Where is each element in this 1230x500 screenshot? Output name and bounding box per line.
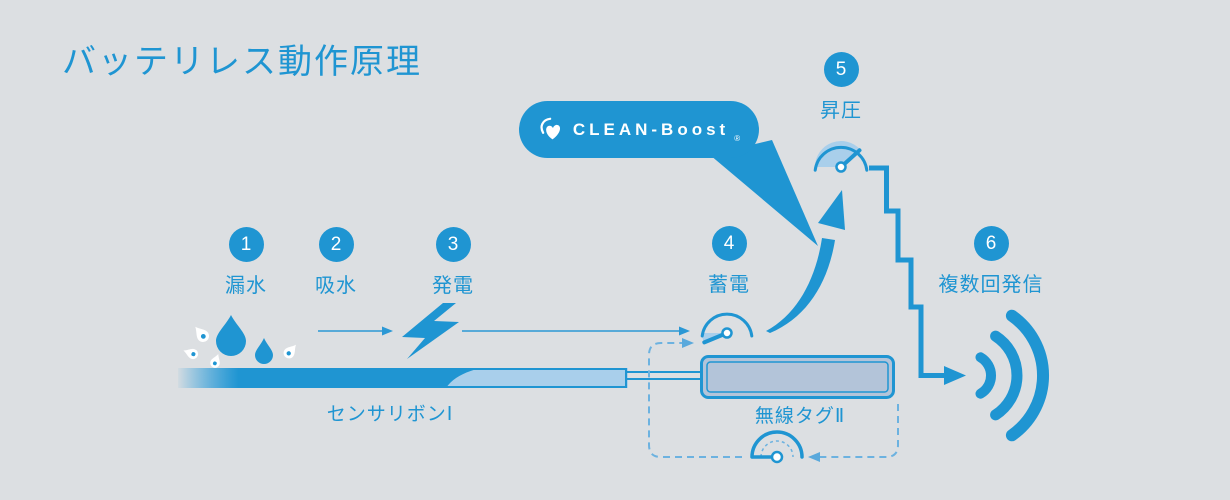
step-5-boost: 5 昇圧 <box>806 52 876 123</box>
charge-loop-dashed <box>648 342 899 458</box>
step-6-badge: 6 <box>973 226 1009 261</box>
ribbon-tag-connector <box>627 371 702 380</box>
clean-boost-bubble: CLEAN-Boost ® <box>519 101 759 158</box>
step-2-badge: 2 <box>318 227 354 262</box>
step-3-label: 発電 <box>432 275 474 297</box>
brand-name: CLEAN-Boost <box>572 119 730 139</box>
clean-boost-heart-icon <box>540 117 560 139</box>
step-4-label: 蓄電 <box>708 274 750 296</box>
lightning-icon <box>402 303 459 359</box>
step-5-badge: 5 <box>823 52 859 87</box>
splash-droplet-icon <box>183 326 296 368</box>
step-3-generate: 3 発電 <box>418 227 488 298</box>
bubble-tail <box>710 140 818 246</box>
wifi-signal-icon <box>975 309 1050 442</box>
loop-arrowhead-left <box>808 452 820 462</box>
gauge-empty-icon <box>750 430 804 464</box>
step-2-label: 吸水 <box>315 275 357 297</box>
sensor-ribbon <box>178 368 628 388</box>
step-1-badge: 1 <box>228 227 264 262</box>
step-5-label: 昇圧 <box>820 100 862 122</box>
flow-arrow-2 <box>462 326 690 336</box>
step-4-badge: 4 <box>711 226 747 261</box>
step-6-label: 複数回発信 <box>938 274 1044 296</box>
boost-swoosh-arrow <box>766 190 845 333</box>
step-down-line <box>869 165 966 385</box>
step-1-leak: 1 漏水 <box>211 227 281 298</box>
wireless-tag-label: 無線タグⅡ <box>754 406 846 427</box>
gauge-low-icon <box>700 312 754 345</box>
step-3-badge: 3 <box>435 227 471 262</box>
gauge-high-icon <box>813 141 869 173</box>
step-4-store: 4 蓄電 <box>694 226 764 297</box>
loop-arrowhead-right <box>682 338 694 348</box>
water-drop-icon <box>216 315 273 364</box>
step-6-transmit: 6 複数回発信 <box>921 226 1061 297</box>
page-title: バッテリレス動作原理 <box>62 43 422 81</box>
sensor-ribbon-label: センサリボンⅠ <box>326 404 454 425</box>
flow-arrow-1 <box>318 326 393 336</box>
step-1-label: 漏水 <box>225 275 267 297</box>
wireless-tag-body <box>700 355 895 399</box>
step-2-absorb: 2 吸水 <box>301 227 371 298</box>
registered-mark: ® <box>734 134 741 143</box>
